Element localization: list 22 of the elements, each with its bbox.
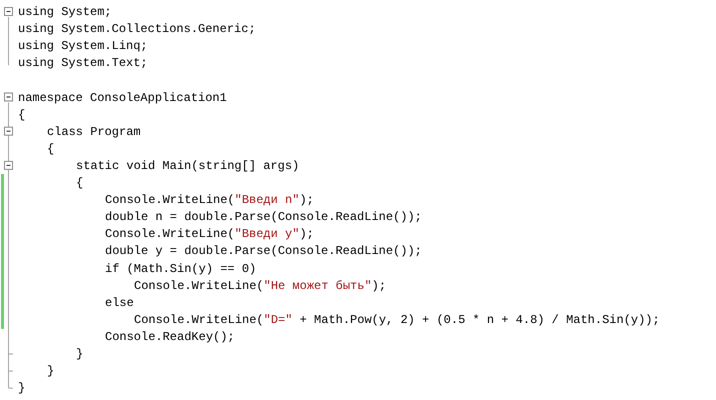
code-line: Console.WriteLine("Не может быть"); — [134, 278, 386, 294]
code-line: double n = double.Parse(Console.ReadLine()); — [105, 209, 422, 226]
code-line: } — [47, 363, 54, 380]
code-line: if (Math.Sin(y) == 0) — [105, 260, 256, 276]
code-line: Console.WriteLine("Введи n"); — [105, 192, 314, 208]
code-line: namespace ConsoleApplication1 — [18, 90, 227, 106]
code-line: using System; — [18, 4, 112, 20]
code-line: Console.ReadKey(); — [105, 328, 235, 345]
code-line: } — [76, 346, 84, 362]
code-line: } — [18, 380, 26, 396]
code-line: else — [105, 294, 134, 311]
code-line: static void Main(string[] args) — [76, 158, 300, 174]
code-line: using System.Text; — [18, 55, 148, 72]
code-line: using System.Linq; — [18, 38, 148, 54]
code-line: class Program — [47, 124, 141, 140]
code-line: { — [18, 106, 26, 123]
code-line: { — [76, 175, 84, 191]
code-line: { — [47, 140, 54, 157]
code-line: double y = double.Parse(Console.ReadLine()); — [105, 243, 422, 260]
code-line: using System.Collections.Generic; — [18, 21, 256, 38]
code-line: Console.WriteLine("Введи y"); — [105, 226, 314, 242]
code-line: Console.WriteLine("D=" + Math.Pow(y, 2) + (0.5 * n + 4.8) / Math.Sin(y)); — [134, 312, 660, 328]
